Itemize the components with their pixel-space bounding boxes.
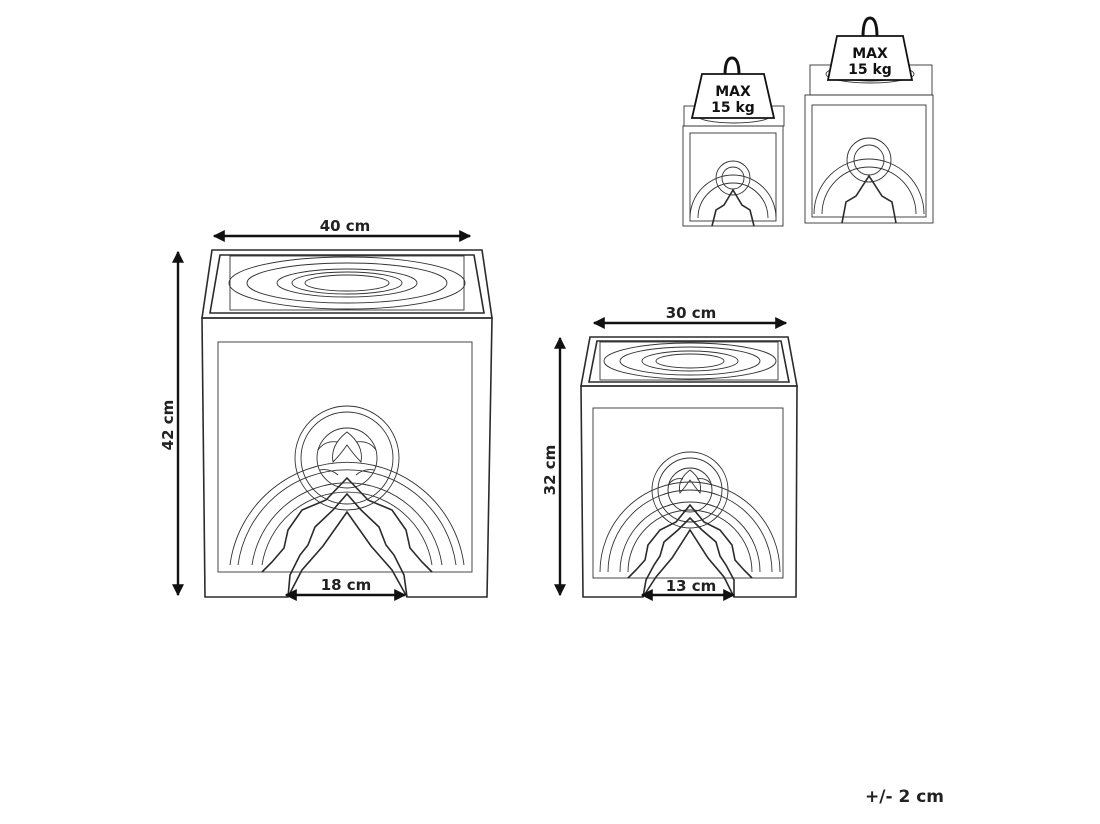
small-top-carving-icon <box>603 342 777 380</box>
small-weight-line2: 15 kg <box>711 100 755 116</box>
small-weight-icon: MAX 15 kg <box>690 56 776 119</box>
tolerance-note: +/- 2 cm <box>865 787 944 807</box>
large-width-label: 40 cm <box>320 217 371 235</box>
large-load-illustration: MAX 15 kg <box>804 16 934 224</box>
large-arch-carving-icon <box>229 405 465 566</box>
small-opening-label: 13 cm <box>666 577 717 595</box>
large-opening-label: 18 cm <box>321 576 372 594</box>
small-load-illustration: MAX 15 kg <box>682 56 785 227</box>
large-weight-icon: MAX 15 kg <box>826 16 914 81</box>
large-table-drawing <box>201 249 493 598</box>
small-table-drawing <box>580 336 798 598</box>
small-weight-line1: MAX <box>715 84 751 100</box>
small-width-label: 30 cm <box>666 304 717 322</box>
large-weight-line2: 15 kg <box>848 62 892 78</box>
small-height-label: 32 cm <box>541 445 559 496</box>
large-top-carving-icon <box>228 256 466 310</box>
large-weight-line1: MAX <box>852 46 888 62</box>
large-height-label: 42 cm <box>159 400 177 451</box>
small-arch-carving-icon <box>599 451 781 573</box>
